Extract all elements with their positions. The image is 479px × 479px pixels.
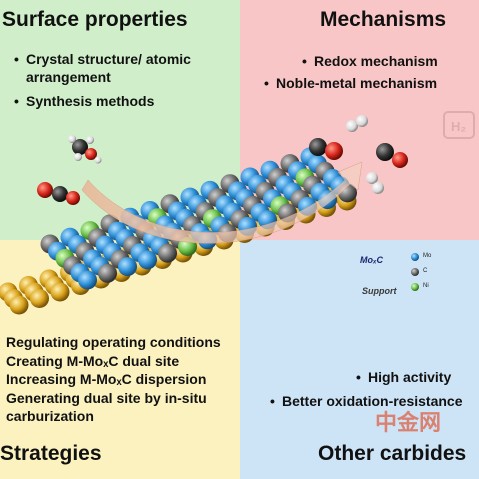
svg-text:H₂: H₂ xyxy=(451,119,466,134)
strategies-list: Regulating operating conditions Creating… xyxy=(6,333,238,426)
surface-properties-list: Crystal structure/ atomic arrangement Sy… xyxy=(14,50,234,110)
mechanisms-list: Redox mechanism Noble-metal mechanism xyxy=(264,52,479,92)
reactant-molecule xyxy=(68,135,102,164)
strategy-item-dual-site: Creating M-MoₓC dual site xyxy=(6,352,180,369)
other-carbides-list: High activity Better oxidation-resistanc… xyxy=(270,368,475,410)
surface-properties-title: Surface properties xyxy=(2,8,188,31)
moc-label: MoₓC xyxy=(360,255,384,265)
product-molecules xyxy=(309,115,408,194)
legend-c: C xyxy=(423,268,428,274)
atom xyxy=(118,257,137,277)
watermark-text: 中金网 xyxy=(375,410,442,435)
h2-icon: H₂ xyxy=(443,111,475,139)
mechanisms-title: Mechanisms xyxy=(320,8,447,31)
strategy-item-operating: Regulating operating conditions xyxy=(6,334,221,350)
carbide-item-activity: High activity xyxy=(356,368,475,386)
atom xyxy=(138,250,157,270)
mechanism-item-redox: Redox mechanism xyxy=(302,52,479,70)
atom xyxy=(50,282,70,302)
carbide-item-oxidation: Better oxidation-resistance xyxy=(270,392,475,410)
atom xyxy=(9,295,29,315)
other-carbides-panel xyxy=(240,240,479,479)
reaction-arrow xyxy=(81,161,363,244)
atom xyxy=(78,270,97,290)
co-molecule-left xyxy=(37,182,80,205)
other-carbides-title: Other carbides xyxy=(318,442,467,465)
mechanism-item-noble-metal: Noble-metal mechanism xyxy=(264,74,479,92)
legend-ni: Ni xyxy=(423,283,429,289)
strategy-item-dispersion: Increasing M-MoₓC dispersion xyxy=(6,371,207,387)
surface-item-structure: Crystal structure/ atomic arrangement xyxy=(14,50,234,86)
legend-mo: Mo xyxy=(423,253,432,259)
atom xyxy=(98,263,117,283)
surface-item-synthesis: Synthesis methods xyxy=(14,92,234,110)
atom xyxy=(158,243,177,263)
strategies-title: Strategies xyxy=(0,442,102,465)
strategy-item-in-situ: Generating dual site by in-situ carburiz… xyxy=(6,389,207,425)
atom-legend xyxy=(411,253,419,291)
atom xyxy=(30,289,49,308)
support-label: Support xyxy=(362,286,397,296)
